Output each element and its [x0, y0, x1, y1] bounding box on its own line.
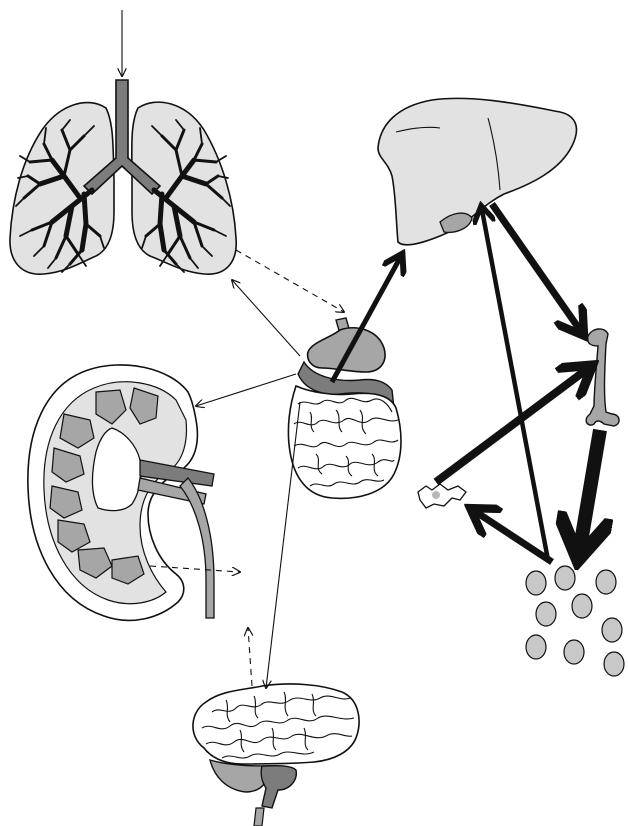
lungs-icon: [10, 80, 236, 274]
flow-cell-to-bone: [436, 370, 586, 482]
flow-bone-to-blood: [580, 430, 600, 548]
flow-gut-to-brain: [266, 402, 300, 688]
flow-gut-to-lungs: [232, 280, 300, 356]
flow-liver-to-bone: [492, 204, 580, 330]
brain-icon: [193, 684, 359, 826]
cell-icon: [418, 484, 466, 508]
digestive-tract-icon: [288, 318, 401, 498]
bone-icon: [586, 329, 619, 426]
flow-blood-to-liver: [482, 210, 548, 560]
blood-cells-icon: [526, 566, 624, 676]
liver-icon: [378, 98, 576, 245]
flow-gut-to-kidney: [196, 374, 296, 406]
kidney-icon: [28, 365, 214, 620]
flow-brain-efflux: [248, 628, 252, 686]
